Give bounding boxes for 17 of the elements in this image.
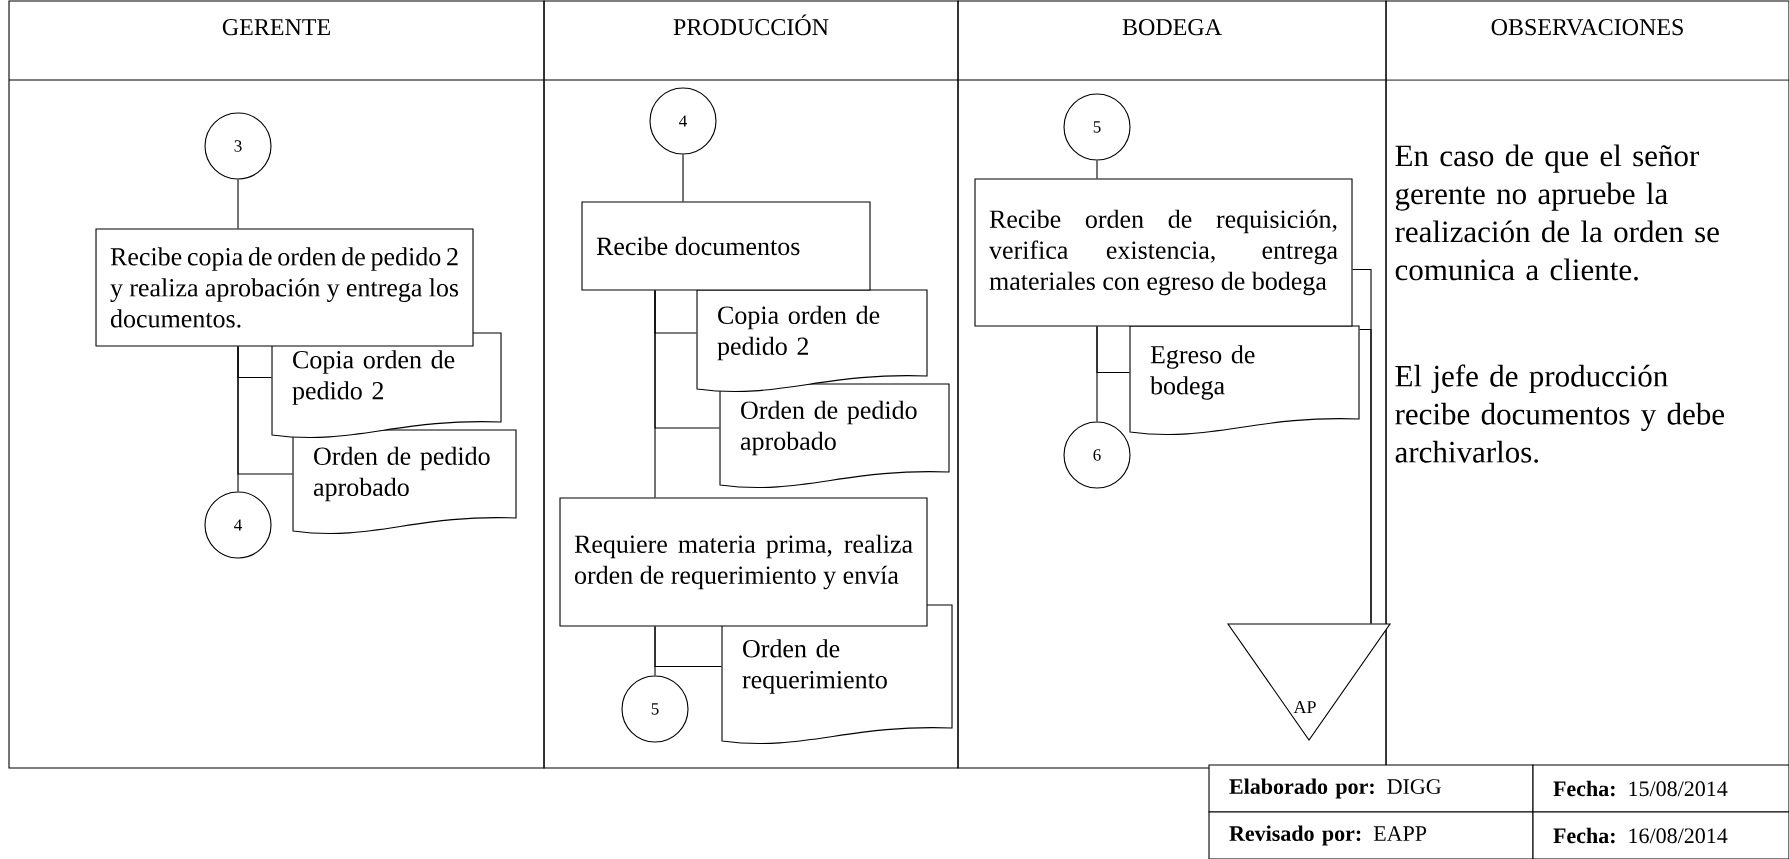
table-cell: Elaborado por: DIGG: [1208, 764, 1534, 813]
process-box: Recibe copia de orden de pedido 2 y realiza aprobación y entrega los documentos.: [95, 228, 474, 347]
note-text: En caso de que el señor gerente no apruebe la realización de la orden se comunica a cliente.: [1395, 144, 1719, 281]
process-box: Recibe documentos: [581, 201, 871, 291]
connector-line: [1359, 328, 1372, 624]
connector-line: [654, 626, 656, 676]
connector-line: [654, 290, 656, 498]
connector-line: [237, 179, 239, 229]
table-cell: Revisado por: EAPP: [1208, 811, 1534, 859]
connector-line: [1096, 160, 1098, 179]
connector-line: [682, 154, 684, 202]
process-box: Requiere materia prima, realiza orden de requerimiento y envía: [559, 497, 928, 627]
connector-line: [1096, 326, 1098, 422]
table-cell: Fecha: 16/08/2014: [1532, 811, 1789, 859]
table-cell: Fecha: 15/08/2014: [1532, 764, 1789, 813]
connector-line: [237, 346, 239, 492]
note-text: El jefe de producción recibe documentos y debe archivarlos.: [1395, 364, 1725, 463]
